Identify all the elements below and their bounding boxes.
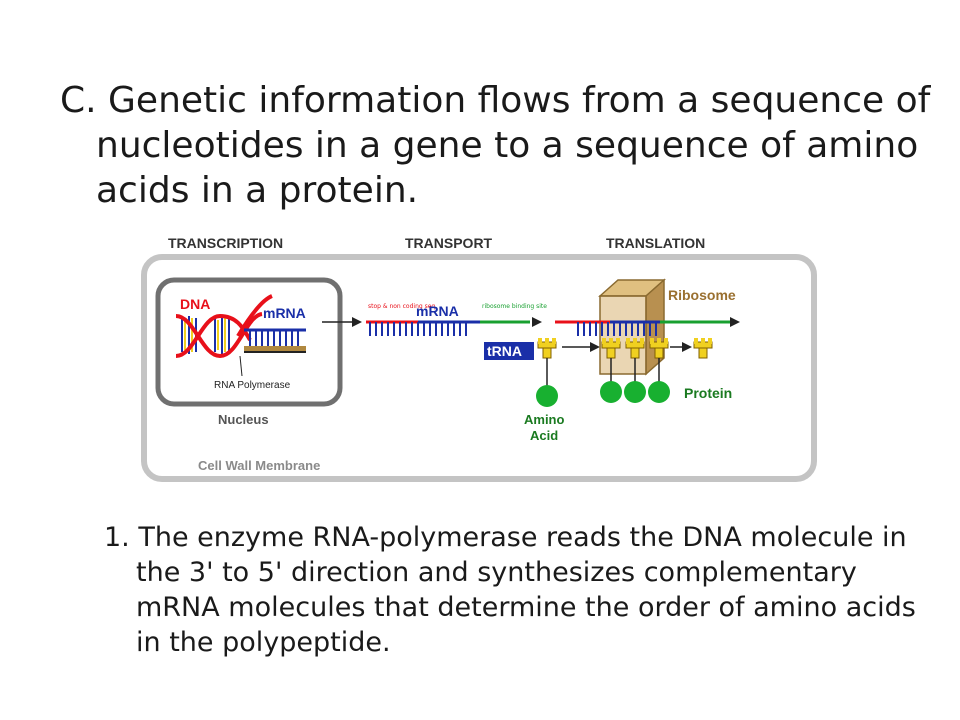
transport-mrna-strand xyxy=(366,317,542,336)
released-trna xyxy=(693,338,713,359)
ribosome-binding-note: ribosome binding site xyxy=(482,303,547,310)
free-trna xyxy=(537,338,557,386)
amino-label: Amino xyxy=(524,412,565,427)
protein-chain xyxy=(600,381,670,403)
dna-label: DNA xyxy=(180,296,210,312)
ribosome-label: Ribosome xyxy=(668,287,736,303)
rna-polymerase-label: RNA Polymerase xyxy=(214,380,291,391)
stage-translation-label: TRANSLATION xyxy=(606,235,705,251)
stage-transport-label: TRANSPORT xyxy=(405,235,493,251)
splicing-note: stop & non coding seq xyxy=(368,303,435,310)
dna-double-helix xyxy=(175,294,273,359)
cell-wall-label: Cell Wall Membrane xyxy=(198,458,320,473)
protein-label: Protein xyxy=(684,385,732,401)
nucleus-label: Nucleus xyxy=(218,412,269,427)
polymerase-pointer xyxy=(239,355,243,377)
trna-label: tRNA xyxy=(487,343,522,359)
release-arrow xyxy=(670,342,692,352)
export-arrow xyxy=(322,317,362,327)
amino-acid xyxy=(536,385,558,407)
trna-label-box xyxy=(484,342,534,360)
transcription-bubble xyxy=(244,328,306,353)
slide-heading: C. Genetic information flows from a sequ… xyxy=(60,80,931,211)
translation-mrna-strand xyxy=(555,317,740,336)
trna-arrow xyxy=(562,342,600,352)
bound-trnas xyxy=(601,338,669,382)
nucleus-mrna-label: mRNA xyxy=(263,305,306,321)
transport-mrna-label: mRNA xyxy=(416,303,459,319)
stage-transcription-label: TRANSCRIPTION xyxy=(168,235,283,251)
point-1-text: 1. The enzyme RNA-polymerase reads the D… xyxy=(104,522,916,658)
acid-label: Acid xyxy=(530,428,558,443)
